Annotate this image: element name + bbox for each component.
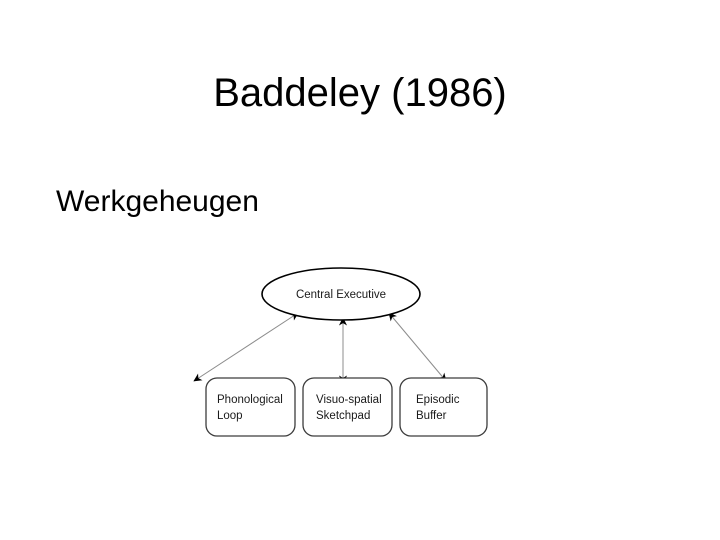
page-title: Baddeley (1986) [213, 71, 507, 115]
visuospatial-sketchpad-label-line2: Sketchpad [316, 410, 370, 422]
visuospatial-sketchpad-label-line1: Visuo-spatial [316, 394, 382, 406]
episodic-buffer-box [399, 377, 488, 437]
phonological-loop-label-line2: Loop [217, 410, 243, 422]
central-executive-label: Central Executive [296, 289, 386, 301]
node-central-executive[interactable]: Central Executive [261, 267, 421, 321]
connector-central-to-episodic-buffer [388, 312, 447, 382]
double-arrow-line [193, 312, 299, 382]
visuospatial-sketchpad-box [302, 377, 393, 437]
node-visuospatial-sketchpad[interactable]: Visuo-spatial Sketchpad [302, 377, 393, 437]
phonological-loop-label-line1: Phonological [217, 394, 283, 406]
node-phonological-loop[interactable]: Phonological Loop [205, 377, 296, 437]
episodic-buffer-label-line2: Buffer [416, 410, 447, 422]
slide-subtitle: Werkgeheugen [56, 185, 259, 218]
phonological-loop-box [205, 377, 296, 437]
node-episodic-buffer[interactable]: Episodic Buffer [399, 377, 488, 437]
connector-central-to-phonological-loop [193, 312, 299, 382]
central-executive-ellipse [261, 267, 421, 321]
double-arrow-line [388, 312, 447, 382]
episodic-buffer-label-line1: Episodic [416, 394, 460, 406]
